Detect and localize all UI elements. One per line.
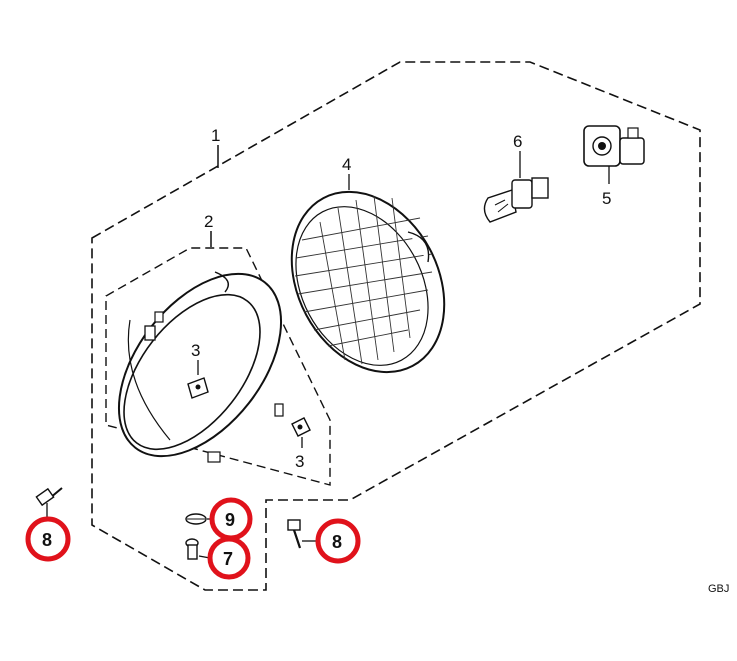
callout-3-left: 3 <box>191 341 200 360</box>
callout-7: 7 <box>223 549 233 569</box>
case-nut-left-drawing <box>187 360 209 399</box>
callout-8-left: 8 <box>42 530 52 550</box>
bolt-small-drawing <box>185 538 211 560</box>
callout-2: 2 <box>204 212 213 231</box>
callout-5: 5 <box>602 189 611 208</box>
highlight-circle-8-left <box>25 516 71 562</box>
case-nut-right-drawing <box>291 417 311 448</box>
bulb-socket-drawing <box>583 125 645 184</box>
screw-right-drawing <box>287 519 317 549</box>
assembly-outline <box>91 61 701 591</box>
highlight-circle-8-right <box>315 518 361 564</box>
bulb-drawing <box>483 151 549 223</box>
headlight-unit-drawing <box>290 174 446 374</box>
callout-9: 9 <box>225 510 235 530</box>
highlight-circle-7 <box>207 536 251 580</box>
case-group-outline <box>105 247 331 486</box>
reference-code: GBJ <box>708 583 729 595</box>
headlight-case-drawing <box>117 271 284 463</box>
callout-8-right: 8 <box>332 532 342 552</box>
callout-4: 4 <box>342 155 351 174</box>
callout-6: 6 <box>513 132 522 151</box>
callout-1: 1 <box>211 126 220 145</box>
callout-3-right: 3 <box>295 452 304 471</box>
washer-drawing <box>185 513 214 525</box>
screw-left-drawing <box>35 487 63 518</box>
